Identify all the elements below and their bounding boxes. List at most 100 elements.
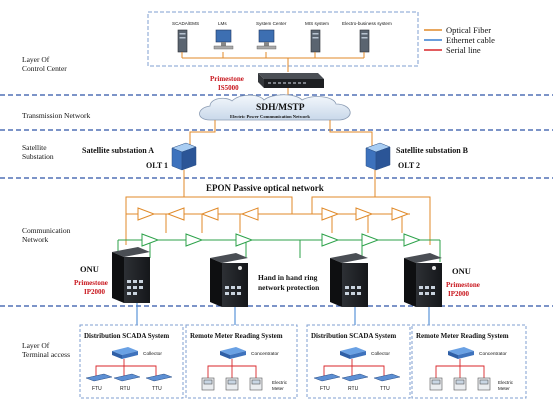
rtu-icon xyxy=(341,373,369,382)
electric-meter-icon xyxy=(249,377,263,391)
meter-label: Electric Meter xyxy=(498,380,514,391)
legend: Optical Fiber Ethernet cable Serial line xyxy=(424,25,495,55)
terminal-box-1 xyxy=(79,324,184,399)
electric-meter-icon xyxy=(429,377,443,391)
ttu-icon xyxy=(373,373,401,382)
sdh-title: SDH/MSTP xyxy=(256,103,305,113)
system-label: LMs xyxy=(218,21,227,26)
onu-device-1 xyxy=(112,247,150,303)
server-icon xyxy=(177,29,188,53)
splitter-icon xyxy=(321,207,340,221)
ftu-icon xyxy=(85,373,113,382)
concentrator-icon xyxy=(220,347,246,359)
control-center-links xyxy=(181,52,365,72)
electric-meters xyxy=(201,377,491,391)
legend-ethernet-label: Ethernet cable xyxy=(446,35,495,45)
concentrator-icon xyxy=(448,347,474,359)
field-device-label: TTU xyxy=(380,386,390,392)
hub-icons xyxy=(112,347,474,359)
control-center-system-labels: SCADA/EMS LMs System Center MIS system E… xyxy=(172,21,392,26)
splitter-icon xyxy=(240,207,259,221)
system-label: System Center xyxy=(256,21,287,26)
terminal-box-title: Remote Meter Reading System xyxy=(416,332,509,340)
ftu-icon xyxy=(313,373,341,382)
splitter-icon xyxy=(185,233,204,247)
layer-label-satellite: Satellite Substation xyxy=(22,143,54,161)
olt1-cube xyxy=(171,142,197,171)
substation-b-label: Satellite substation B xyxy=(396,146,469,155)
hub-label: Collector xyxy=(143,351,162,357)
layer-label-control-center: Layer Of Control Center xyxy=(22,55,67,73)
onu-right-title: ONU xyxy=(452,266,471,276)
server-icon xyxy=(359,29,370,53)
layer-labels: Layer Of Control Center Transmission Net… xyxy=(22,55,91,359)
field-devices xyxy=(85,373,401,382)
layer-label-terminal: Layer Of Terminal access xyxy=(22,341,70,359)
optical-fiber-network xyxy=(125,170,431,245)
sdh-cloud xyxy=(199,94,351,121)
splitter-icon xyxy=(137,207,156,221)
green-ring-link xyxy=(117,239,441,262)
splitter-icon xyxy=(200,207,219,221)
hub-labels: Collector Concentrator Collector Concent… xyxy=(143,351,507,357)
hub-label: Concentrator xyxy=(251,351,279,357)
olt2-label: OLT 2 xyxy=(398,161,420,170)
sdh-to-olt-links xyxy=(189,120,373,146)
splitters-lower xyxy=(141,233,422,247)
splitter-icon xyxy=(321,233,340,247)
legend-serial-label: Serial line xyxy=(446,45,481,55)
onu-left-title: ONU xyxy=(80,264,99,274)
computer-icon xyxy=(256,29,277,50)
system-label: MIS system xyxy=(305,21,329,26)
onu-device-3 xyxy=(330,253,368,307)
hub-label: Concentrator xyxy=(479,351,507,357)
electric-meter-icon xyxy=(453,377,467,391)
system-label: SCADA/EMS xyxy=(172,21,199,26)
is5000-brand: Primestone xyxy=(210,75,244,83)
hub-label: Collector xyxy=(371,351,390,357)
legend-optical-fiber-label: Optical Fiber xyxy=(446,25,491,35)
field-device-label: RTU xyxy=(348,386,359,392)
epon-label: EPON Passive optical network xyxy=(206,183,324,193)
onu-right-model: IP2000 xyxy=(448,290,470,298)
is5000-switch xyxy=(258,73,324,88)
onu-device-4 xyxy=(404,253,442,307)
onu-left-brand: Primestone xyxy=(74,279,108,287)
server-icon xyxy=(310,29,321,53)
splitter-icon xyxy=(361,233,380,247)
collector-icon xyxy=(340,347,366,359)
layer-label-transmission: Transmission Network xyxy=(22,111,91,120)
splitter-icon xyxy=(403,233,422,247)
splitter-icon xyxy=(141,233,160,247)
meter-label: Electric Meter xyxy=(272,380,288,391)
field-device-labels: FTU RTU TTU FTU RTU TTU xyxy=(92,386,390,392)
system-label: Electro-business system xyxy=(342,21,392,26)
ttu-icon xyxy=(145,373,173,382)
terminal-box-3 xyxy=(306,324,411,399)
splitters-upper xyxy=(137,207,410,221)
ethernet-links xyxy=(136,303,430,325)
field-device-label: FTU xyxy=(92,386,102,392)
serial-lines xyxy=(95,359,485,378)
ring-protection-label: Hand in hand ring network protection xyxy=(258,273,320,292)
meter-labels: Electric Meter Electric Meter xyxy=(272,380,514,391)
splitter-icon xyxy=(355,207,374,221)
onu-left-model: IP2000 xyxy=(84,288,106,296)
splitter-icon xyxy=(166,207,185,221)
field-device-label: RTU xyxy=(120,386,131,392)
field-device-label: TTU xyxy=(152,386,162,392)
onu-right-brand: Primestone xyxy=(446,281,480,289)
splitter-icon xyxy=(235,233,254,247)
terminal-box-title: Distribution SCADA System xyxy=(311,332,396,340)
sdh-subtitle: Electric Power Communication Network xyxy=(230,114,310,119)
onu-device-2 xyxy=(210,253,248,307)
control-center-box xyxy=(147,11,419,67)
electric-meter-icon xyxy=(477,377,491,391)
electric-meter-icon xyxy=(201,377,215,391)
terminal-box-title: Distribution SCADA System xyxy=(84,332,169,340)
field-device-label: FTU xyxy=(320,386,330,392)
splitter-icon xyxy=(391,207,410,221)
collector-icon xyxy=(112,347,138,359)
